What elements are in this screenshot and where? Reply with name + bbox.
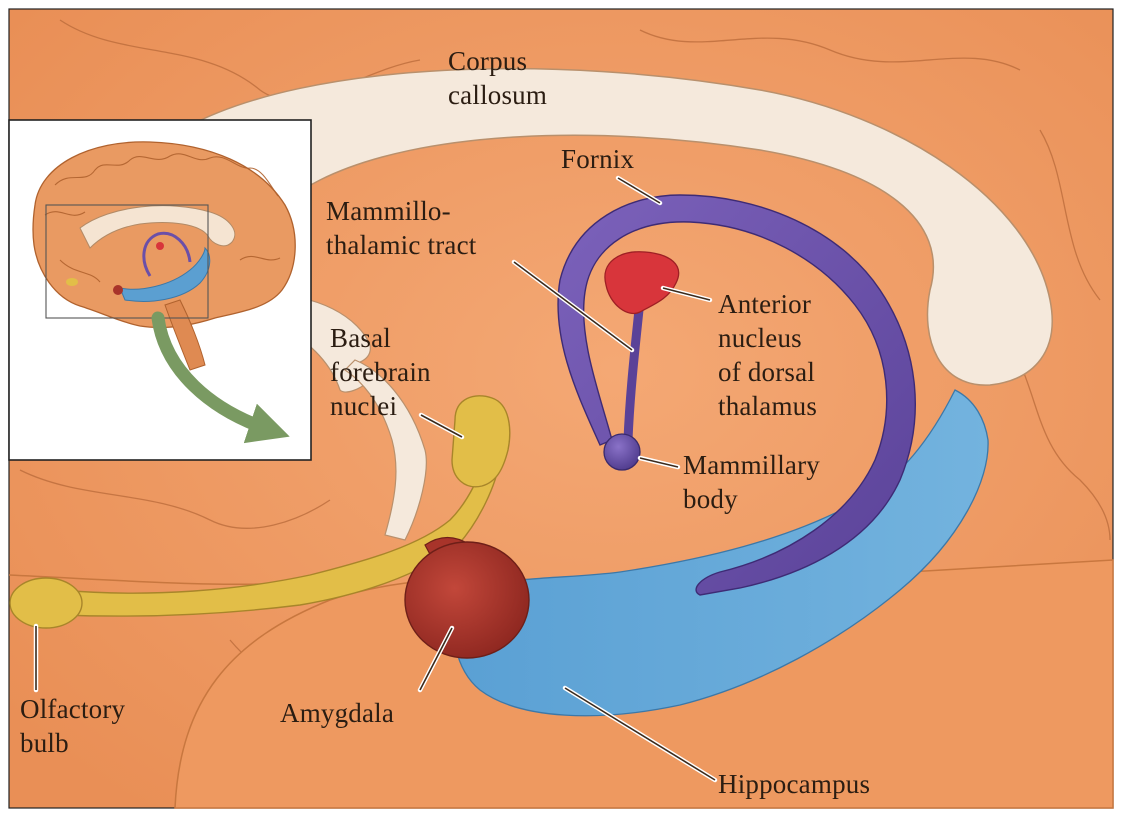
label-fornix: Fornix <box>561 144 635 174</box>
olfactory-bulb <box>10 578 82 628</box>
inset-amygdala <box>113 285 123 295</box>
mammillary-body <box>604 434 640 470</box>
inset-panel <box>9 120 311 460</box>
label-amygdala: Amygdala <box>280 698 394 728</box>
inset-olfactory <box>66 278 78 286</box>
inset-anterior-nucleus <box>156 242 164 250</box>
amygdala <box>405 542 529 658</box>
label-hippocampus: Hippocampus <box>718 769 870 799</box>
